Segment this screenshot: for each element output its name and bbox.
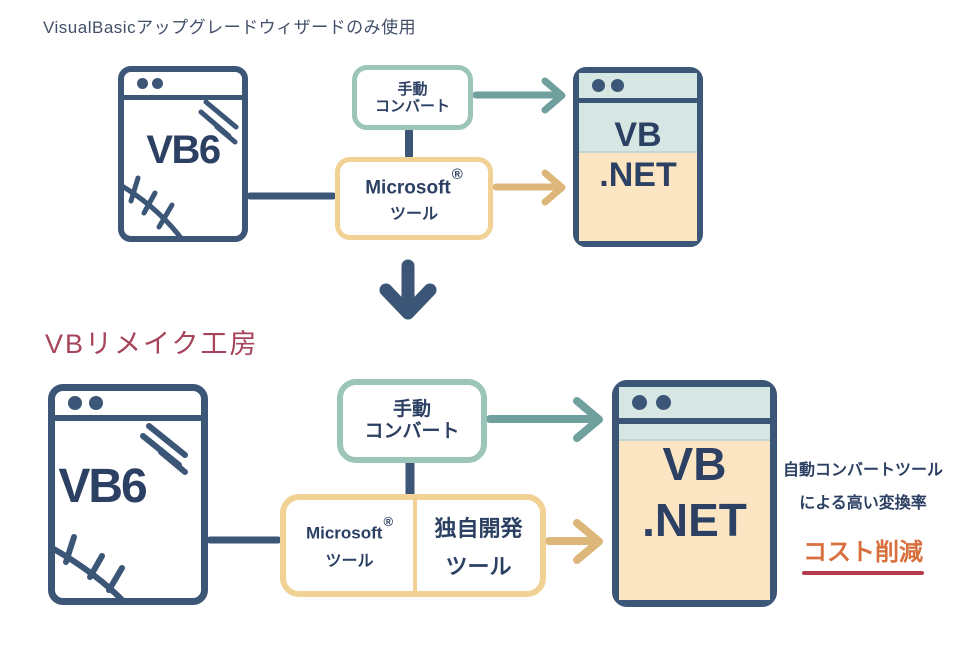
vb6-label-top: VB6	[146, 128, 221, 172]
vbnet-manual-area-bottom	[619, 424, 770, 441]
registered-mark-icon: ®	[383, 513, 394, 529]
auto-tool-arrow-bottom	[545, 519, 603, 564]
vbnet-window-bottom: VB .NET	[612, 380, 777, 607]
manual-convert-box-bottom: 手動 コンバート	[337, 379, 487, 463]
microsoft-label: Microsoft®	[305, 513, 394, 543]
bottom-section-title: VBリメイク工房	[45, 329, 259, 359]
tools-combo-box-bottom: Microsoft® ツール 独自開発 ツール	[280, 494, 546, 597]
window-dot-icon	[592, 79, 605, 92]
vbnet-titlebar-top	[579, 73, 697, 103]
microsoft-label: Microsoft®	[365, 165, 463, 199]
vb6-window-top: VB6	[118, 66, 248, 242]
window-dot-icon	[611, 79, 624, 92]
microsoft-tool-arrow-top	[492, 169, 566, 206]
vbnet-converted-area-top	[579, 103, 697, 153]
manual-convert-box-top: 手動 コンバート	[352, 65, 473, 130]
manual-convert-label-line1: 手動	[397, 80, 428, 98]
custom-tool-label-line1: 独自開発	[434, 515, 523, 541]
vbnet-window-top: VB .NET	[573, 67, 703, 247]
vb6-titlebar-bottom	[55, 391, 201, 421]
custom-tool-cell: 独自開発 ツール	[417, 500, 540, 591]
manual-convert-label-line2: コンバート	[364, 421, 460, 442]
top-section-title: VisualBasicアップグレードウィザードのみ使用	[43, 18, 417, 37]
window-dot-icon	[89, 396, 103, 410]
vb6-titlebar-top	[124, 72, 242, 100]
window-dot-icon	[632, 395, 647, 410]
vbnet-titlebar-bottom	[619, 387, 770, 424]
vb6-label-bottom: VB6	[58, 460, 147, 513]
benefit-underline	[802, 571, 924, 575]
crack-icon	[119, 175, 187, 242]
microsoft-tool-label-line2: ツール	[325, 553, 374, 571]
vbnet-unconverted-area-top	[579, 153, 697, 241]
benefit-line1: 自動コンバートツール	[782, 462, 943, 479]
window-dot-icon	[68, 396, 82, 410]
crack-icon	[49, 534, 130, 605]
window-dot-icon	[137, 78, 148, 89]
benefit-line2: による高い変換率	[799, 495, 927, 512]
transition-down-arrow-icon	[379, 259, 437, 320]
vb6-window-bottom: VB6	[48, 384, 208, 605]
vbnet-label-top: VB .NET	[599, 116, 677, 194]
manual-convert-label-line1: 手動	[392, 399, 431, 420]
microsoft-tool-cell: Microsoft® ツール	[286, 500, 413, 591]
manual-convert-label-line2: コンバート	[374, 97, 450, 115]
registered-mark-icon: ®	[451, 165, 463, 183]
benefits-annotation: 自動コンバートツール による高い変換率 コスト削減	[770, 461, 956, 575]
window-dot-icon	[656, 395, 671, 410]
vbnet-converted-area-bottom	[619, 441, 770, 600]
manual-convert-arrow-bottom	[486, 397, 603, 442]
custom-tool-label-line2: ツール	[445, 553, 512, 579]
vbnet-label-bottom: VB .NET	[642, 438, 747, 546]
window-dot-icon	[152, 78, 163, 89]
microsoft-tool-label-line2: ツール	[389, 206, 438, 224]
benefit-highlight: コスト削減	[803, 539, 923, 566]
microsoft-tool-box-top: Microsoft® ツール	[335, 157, 493, 240]
manual-convert-arrow-top	[472, 77, 566, 114]
cell-divider	[413, 500, 417, 591]
